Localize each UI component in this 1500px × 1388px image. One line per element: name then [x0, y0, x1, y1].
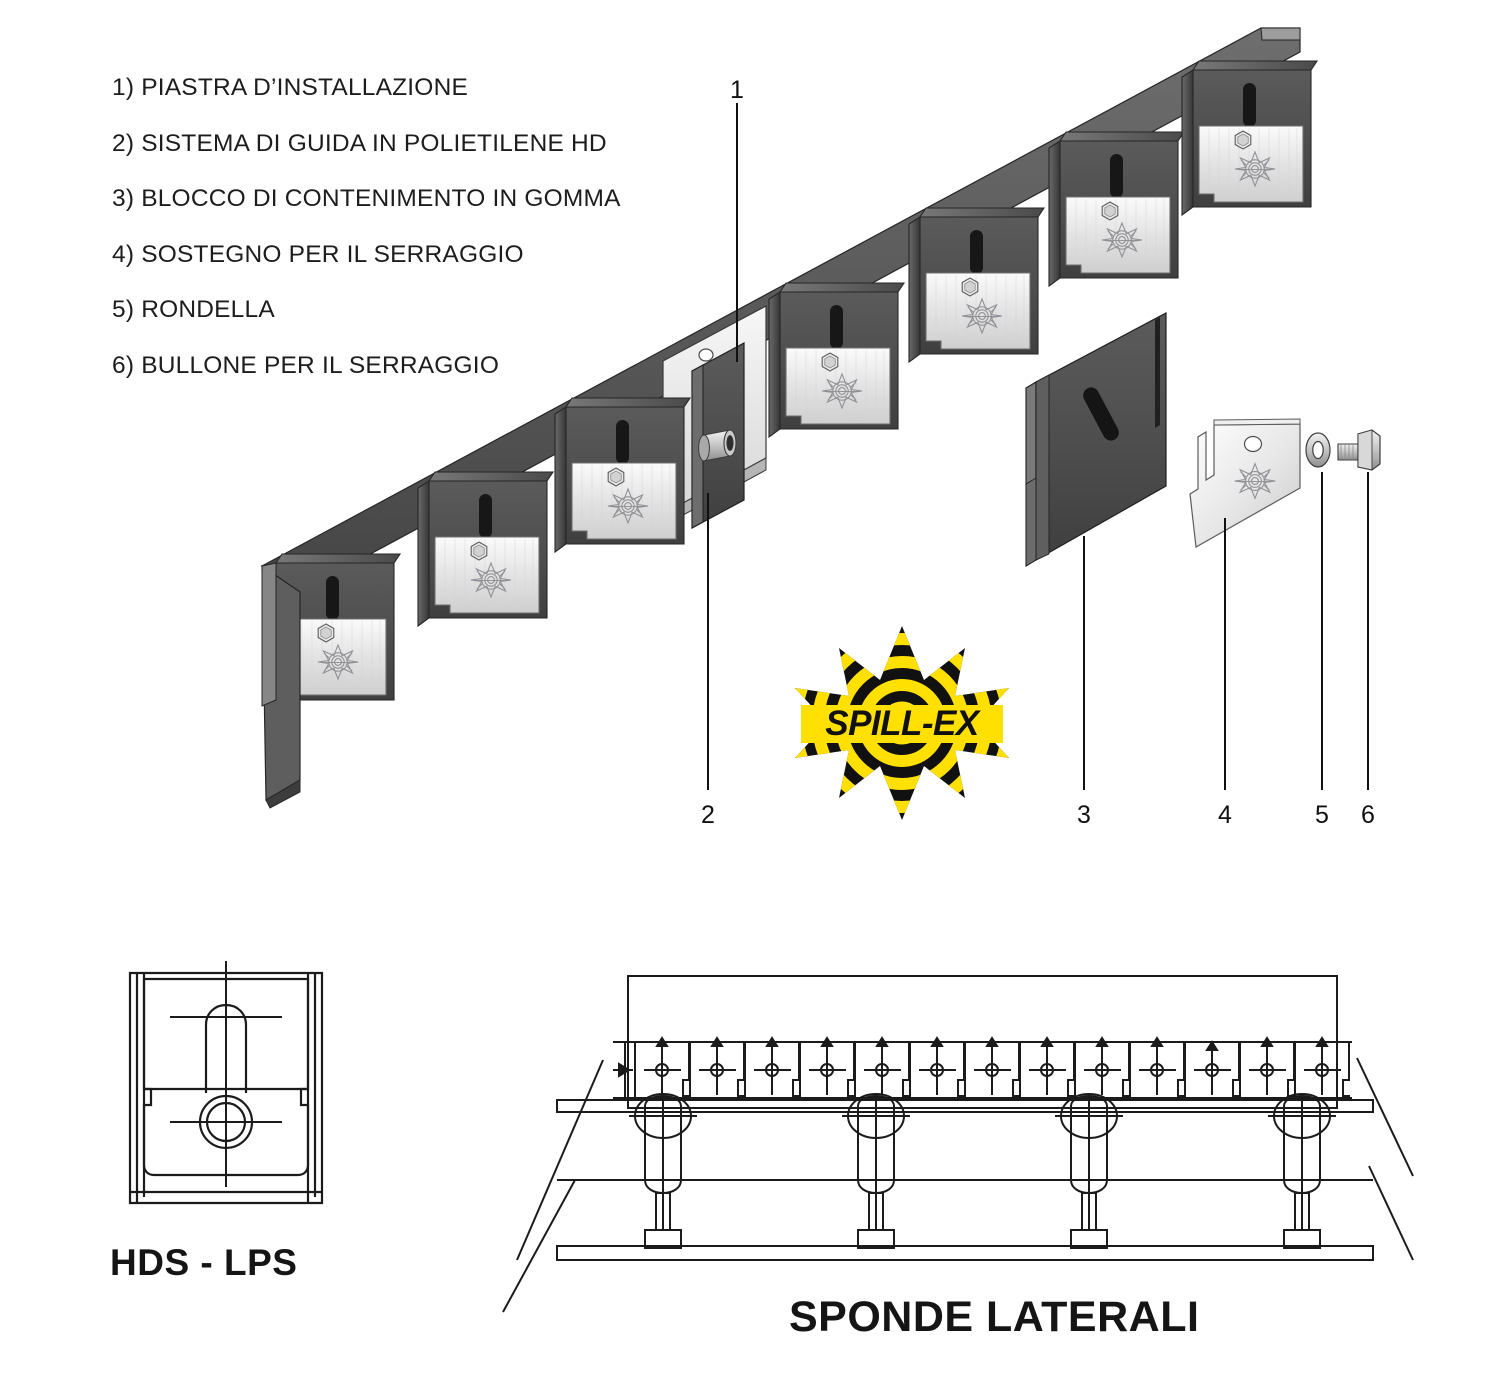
sponde-laterali-caption: SPONDE LATERALI	[789, 1293, 1200, 1341]
washer	[1305, 432, 1331, 468]
hex-bolt	[1337, 429, 1381, 471]
centerlines	[170, 961, 282, 1187]
callout-5: 5	[1315, 801, 1329, 829]
callout-4: 4	[1218, 801, 1232, 829]
hds-lps-caption: HDS - LPS	[110, 1242, 298, 1283]
callout-3: 3	[1077, 801, 1091, 829]
callout-1: 1	[730, 76, 744, 104]
clamping-support-plate	[1189, 418, 1301, 548]
callout-2: 2	[701, 801, 715, 829]
hd-polyethylene-guide	[691, 341, 745, 530]
parts-legend: 1) PIASTRA D’INSTALLAZIONE 2) SISTEMA DI…	[112, 74, 712, 409]
legend-item-6: 6) BULLONE PER IL SERRAGGIO	[112, 351, 500, 379]
exploded-assembly-view	[260, 27, 1381, 809]
sponde-laterali-view	[502, 975, 1414, 1313]
support-post-row	[629, 1093, 1336, 1249]
logo-banner	[801, 705, 1003, 743]
logo-text: SPILL-EX	[825, 704, 982, 743]
rubber-containment-block	[1025, 312, 1167, 567]
hds-lps-detail-view	[128, 961, 324, 1205]
callout-6: 6	[1361, 801, 1375, 829]
clamp-block-row	[634, 1036, 1350, 1101]
legend-item-1: 1) PIASTRA D’INSTALLAZIONE	[112, 74, 468, 101]
legend-item-3: 3) BLOCCO DI CONTENIMENTO IN GOMMA	[112, 185, 621, 212]
legend-item-4: 4) SOSTEGNO PER IL SERRAGGIO	[112, 240, 524, 268]
legend-item-2: 2) SISTEMA DI GUIDA IN POLIETILENE HD	[112, 129, 607, 157]
legend-item-5: 5) RONDELLA	[112, 296, 275, 323]
spill-ex-logo: SPILL-EX	[795, 626, 1009, 820]
leader-lines	[707, 103, 1369, 790]
